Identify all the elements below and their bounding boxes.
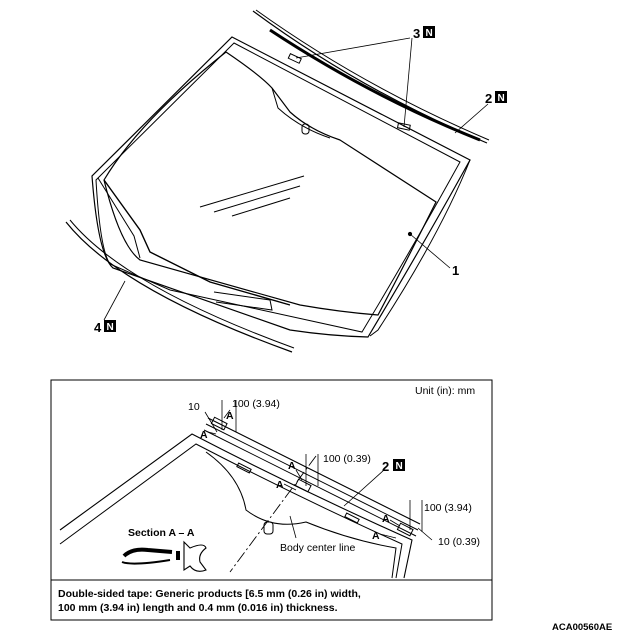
section-leader-1: [223, 409, 231, 419]
note-line-1: Double-sided tape: Generic products [6.5…: [58, 588, 361, 600]
mirror-area: [271, 87, 331, 139]
dim-10-left: 10: [188, 401, 200, 413]
lower-band: [103, 179, 291, 306]
right-edge-contour: [369, 159, 471, 337]
dim-100-left: 100 (3.94): [232, 398, 280, 410]
svg-text:N: N: [396, 461, 403, 472]
detail-tape-center: [294, 478, 312, 493]
lower-molding-inner: [69, 219, 295, 349]
section-mark-a-4: A: [276, 479, 284, 491]
callout-4: 4 N: [94, 320, 116, 335]
leader-3b: [403, 37, 413, 128]
leader-1-dot: [407, 231, 413, 237]
reflection-line-1: [199, 175, 305, 208]
section-leader-4: [283, 483, 297, 491]
upper-molding-inner: [255, 9, 490, 141]
windshield-outer-edge: [91, 36, 471, 338]
dim-right-ext-3: [417, 527, 433, 541]
section-tape-roll-2: [121, 559, 171, 565]
dim-100-center: 100 (0.39): [323, 453, 371, 465]
section-mark-a-2: A: [200, 429, 208, 441]
lower-band-inner: [97, 177, 141, 259]
body-center-line: [229, 455, 317, 573]
svg-text:N: N: [426, 28, 433, 39]
center-line-leader: [289, 515, 297, 539]
svg-text:2: 2: [485, 91, 492, 106]
section-leader-2: [207, 431, 217, 435]
detail-windshield-inner: [59, 443, 403, 579]
mirror-mount: [301, 123, 310, 135]
section-tape-roll: [122, 547, 173, 558]
detail-tape-left: [210, 416, 228, 431]
leader-1: [409, 233, 451, 269]
detail-frame: [50, 379, 493, 621]
detail-molding: [207, 417, 421, 525]
section-tape-piece: [176, 551, 180, 560]
detail-glass-edge: [205, 451, 397, 579]
section-mark-a-3: A: [288, 460, 296, 472]
leader-2: [454, 103, 489, 134]
callout-1: 1: [452, 263, 459, 278]
svg-text:3: 3: [413, 26, 420, 41]
tape-left: [287, 52, 302, 64]
svg-text:4: 4: [94, 320, 102, 335]
lower-molding: [65, 221, 293, 353]
upper-molding-black: [269, 28, 481, 142]
dim-left-ext-1: [204, 411, 218, 433]
svg-text:1: 1: [452, 263, 459, 278]
detail-slot-2: [344, 512, 360, 524]
detail-molding-3: [203, 429, 417, 537]
callout-2: 2 N: [485, 91, 507, 106]
section-title: Section A – A: [128, 527, 195, 539]
section-mark-a-6: A: [372, 530, 380, 542]
detail-box: Unit (in): mm: [50, 379, 493, 621]
section-leader-6: [379, 533, 397, 539]
detail-callout-2: 2 N: [382, 459, 405, 474]
callout-3: 3 N: [413, 26, 435, 41]
dim-100-right: 100 (3.94): [424, 502, 472, 514]
dim-10-right: 10 (0.39): [438, 536, 480, 548]
svg-text:N: N: [498, 93, 505, 104]
detail-slot-1: [236, 462, 252, 474]
note-line-2: 100 mm (3.94 in) length and 0.4 mm (0.01…: [58, 602, 338, 614]
section-mark-a-1: A: [226, 410, 234, 422]
unit-label: Unit (in): mm: [415, 385, 475, 397]
detail-tape-right: [396, 522, 414, 537]
leader-4: [103, 280, 126, 321]
section-leader-3: [295, 469, 303, 481]
leader-3a: [295, 37, 411, 59]
lower-notch: [213, 291, 273, 311]
glass-visible-area: [103, 51, 437, 316]
figure-id: ACA00560AE: [552, 622, 612, 633]
detail-mirror: [263, 521, 274, 535]
svg-text:N: N: [107, 322, 114, 333]
section-molding-profile: [183, 540, 207, 572]
section-mark-a-5: A: [382, 513, 390, 525]
detail-leader-2: [343, 469, 385, 507]
body-center-line-label: Body center line: [280, 542, 355, 554]
section-leader-5: [389, 519, 401, 527]
reflection-line-2: [213, 185, 301, 213]
svg-text:2: 2: [382, 459, 389, 474]
windshield-illustration: [65, 9, 490, 353]
windshield-inner-edge: [95, 42, 461, 333]
detail-molding-2: [205, 423, 419, 531]
reflection-line-3: [231, 197, 291, 217]
